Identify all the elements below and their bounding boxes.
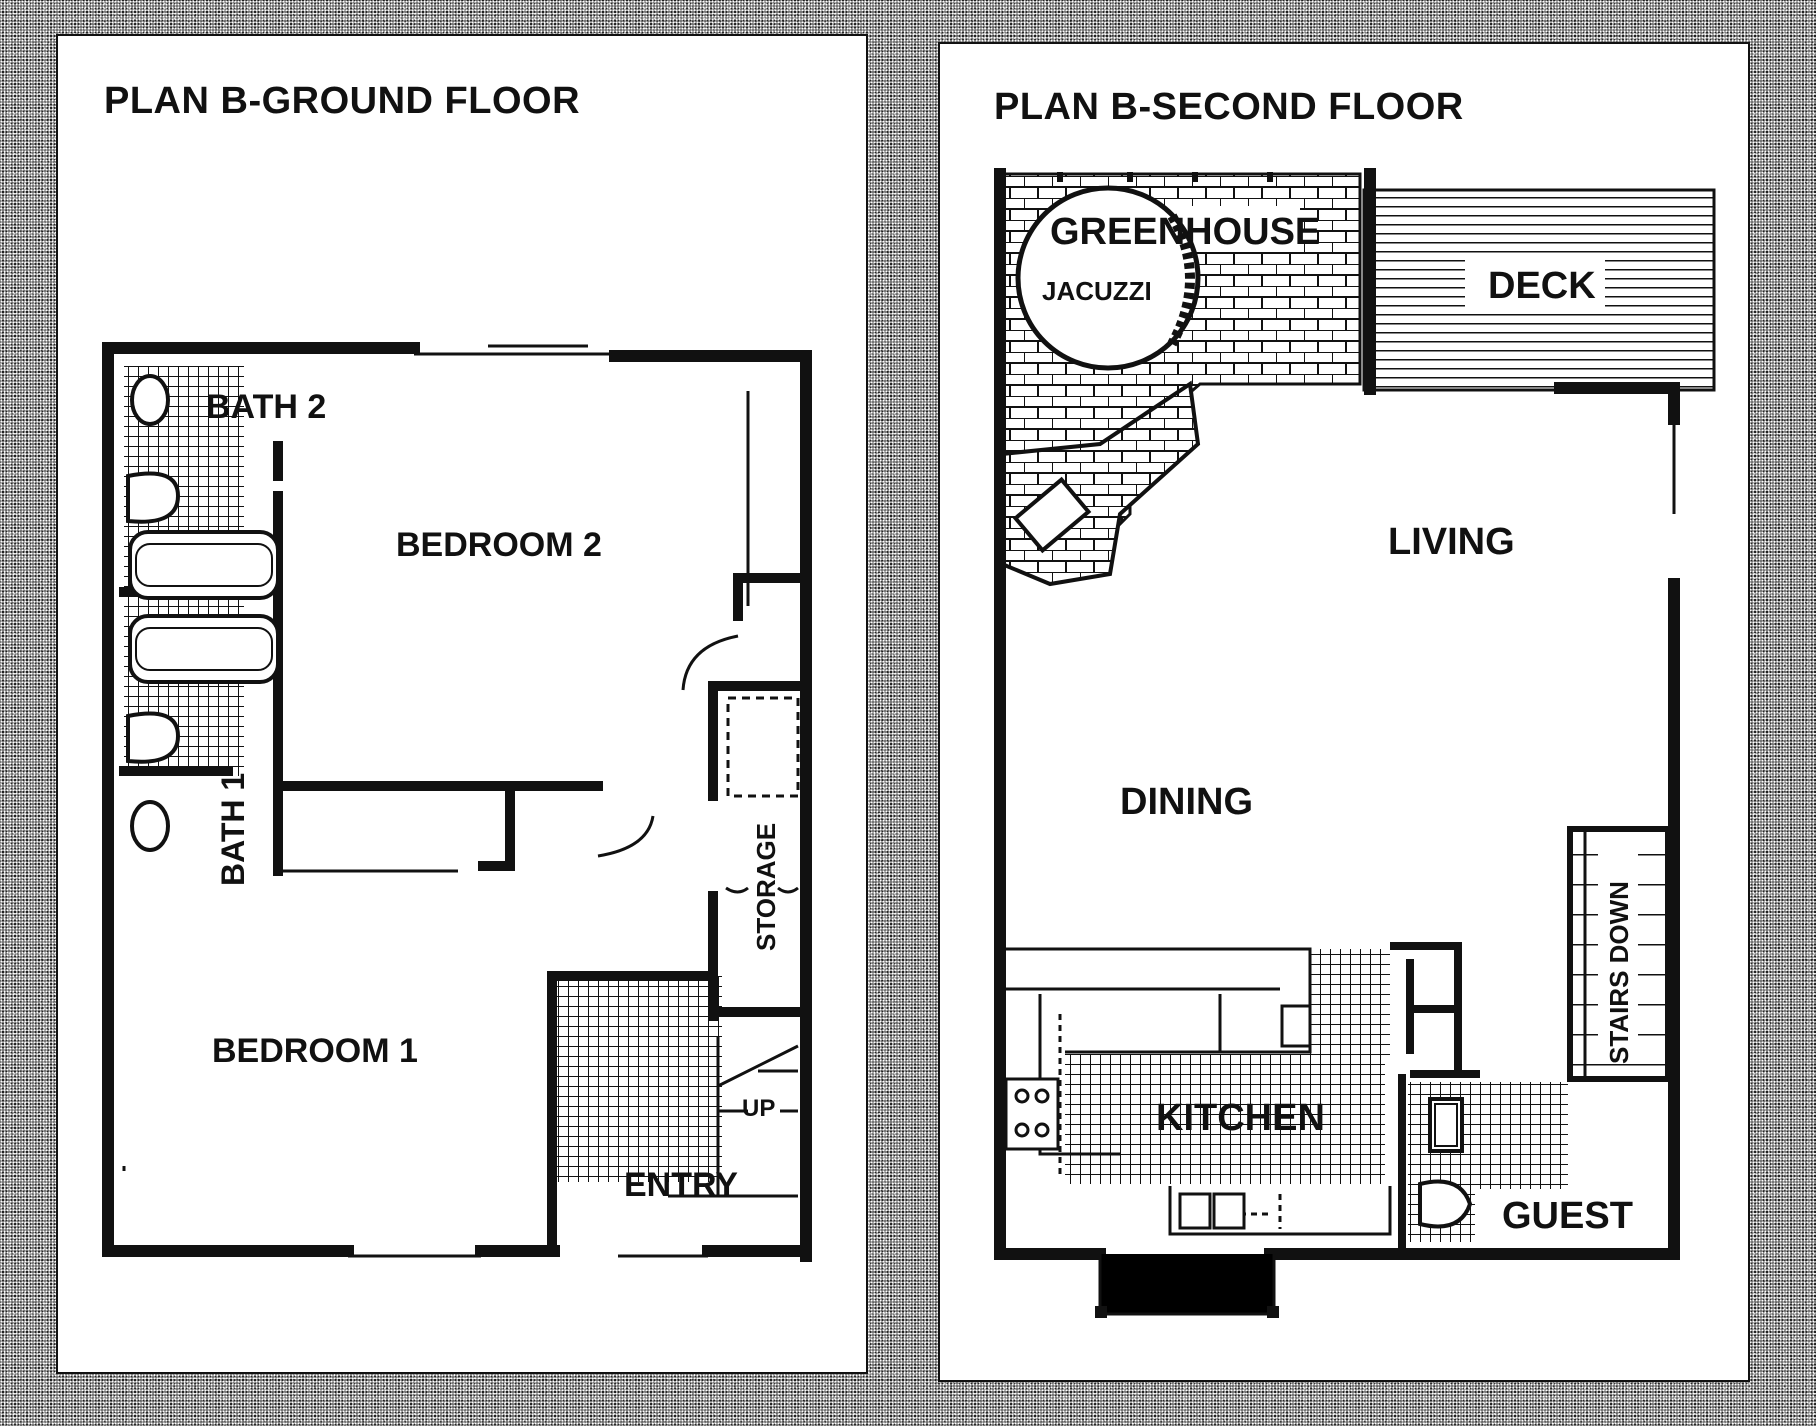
jacuzzi-tub: [1015, 185, 1201, 371]
second-floor-title: PLAN B-SECOND FLOOR: [994, 86, 1464, 128]
second-floor-plan: GREENHOUSE JACUZZI DECK LIVING DINING ST…: [994, 168, 1716, 1318]
stairs-label-bg: [1598, 844, 1638, 1064]
kitchen-appliances: [1178, 1192, 1246, 1230]
dining-label: DINING: [1120, 781, 1253, 823]
guest-label: GUEST: [1502, 1195, 1633, 1237]
entry-posts: [1095, 1306, 1279, 1318]
bedroom1-label: BEDROOM 1: [212, 1032, 418, 1070]
second-outer-walls: [994, 168, 1680, 1260]
kitchen-label: KITCHEN: [1156, 1097, 1325, 1139]
fireplace: [1000, 380, 1201, 587]
ground-outer-walls: [102, 342, 812, 1262]
greenhouse-label: GREENHOUSE: [1050, 211, 1320, 253]
ground-closet-lines: [122, 391, 750, 1171]
storage-label: STORAGE: [751, 823, 781, 951]
ground-floor-plan: BATH 2 BEDROOM 2 BATH 1 STORAGE BEDROOM …: [102, 342, 812, 1262]
second-floor-panel: PLAN B-SECOND FLOOR: [940, 44, 1748, 1380]
kitchen-counters: [1004, 947, 1392, 1236]
ground-floor-title: PLAN B-GROUND FLOOR: [104, 80, 581, 122]
greenhouse-mullions: [1057, 172, 1273, 182]
kitchen-walls: [1390, 942, 1480, 1254]
second-window-lines: [1098, 419, 1676, 1316]
ground-windows: [348, 344, 708, 1258]
bath1-label: BATH 1: [215, 773, 251, 886]
ground-door-swings: [597, 634, 799, 894]
living-label: LIVING: [1388, 521, 1515, 563]
entry-label: ENTRY: [624, 1166, 738, 1204]
guest-fixtures: [1418, 1097, 1473, 1229]
ground-bath-fixtures: [126, 374, 280, 852]
kitchen-range: [1004, 1077, 1060, 1151]
guest-label-bg: [1475, 1189, 1665, 1245]
bedroom2-label: BEDROOM 2: [396, 526, 602, 564]
jacuzzi-steps: [1167, 213, 1195, 347]
deck-label: DECK: [1488, 265, 1596, 307]
ground-floor-panel: PLAN B-GROUND FLOOR: [58, 36, 866, 1372]
stairs-down-label: STAIRS DOWN: [1604, 881, 1634, 1064]
bath2-label: BATH 2: [206, 388, 326, 426]
kitchen-tile-floor: [1065, 1054, 1385, 1184]
ground-stairs: [668, 1036, 799, 1198]
deck-label-bg: [1465, 254, 1605, 310]
storage-closet-outline: [726, 696, 800, 798]
jacuzzi-label: JACUZZI: [1042, 276, 1152, 306]
kitchen-sink: [1280, 1004, 1312, 1048]
kitchen-tile-upper: [1310, 949, 1390, 1059]
up-label: UP: [742, 1095, 775, 1122]
